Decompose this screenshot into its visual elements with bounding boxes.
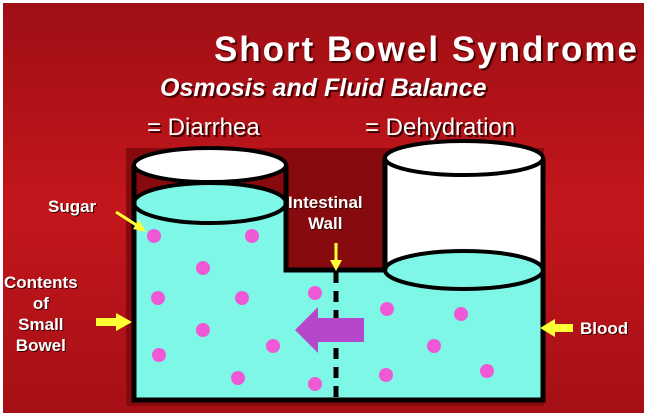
slide-title: Short Bowel Syndrome [0,30,647,70]
slide-subtitle: Osmosis and Fluid Balance [160,74,486,103]
sugar-particle [147,229,161,243]
right-container-rim [385,141,543,175]
sugar-particle [308,286,322,300]
label-intestinal-wall-line: Wall [288,213,363,234]
sugar-particle [454,307,468,321]
label-contents-line: Bowel [4,335,78,356]
sugar-particle [266,339,280,353]
label-blood: Blood [580,318,628,339]
sugar-particle [152,348,166,362]
label-sugar: Sugar [48,196,96,217]
label-intestinal-wall: Intestinal Wall [288,192,363,234]
label-contents-line: of [4,293,78,314]
label-intestinal-wall-line: Intestinal [288,192,363,213]
sugar-particle [196,323,210,337]
label-contents-line: Small [4,314,78,335]
sugar-particle [480,364,494,378]
caption-dehydration: = Dehydration [365,114,515,142]
sugar-particle [196,261,210,275]
sugar-particle [379,368,393,382]
sugar-particle [308,377,322,391]
right-fluid-surface [385,251,543,289]
sugar-particle [235,291,249,305]
label-contents-of-small-bowel: Contents of Small Bowel [4,272,78,356]
sugar-particle [151,291,165,305]
sugar-particle [427,339,441,353]
sugar-particle [380,302,394,316]
label-contents-line: Contents [4,272,78,293]
caption-diarrhea: = Diarrhea [147,114,260,142]
sugar-particle [245,229,259,243]
sugar-particle [231,371,245,385]
